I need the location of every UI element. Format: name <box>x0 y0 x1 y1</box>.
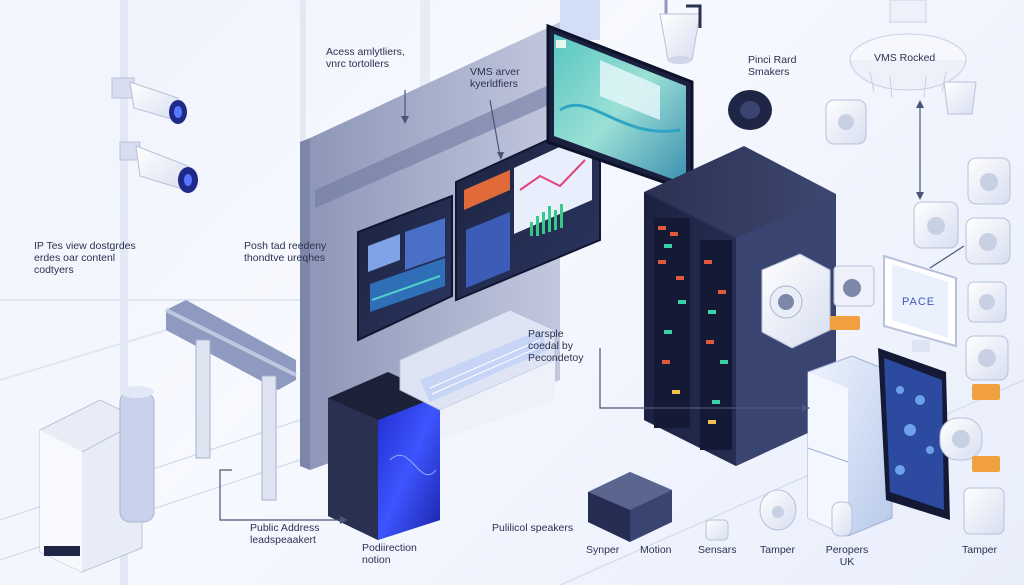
label-pulilicol-speakers: Pulilicol speakers <box>492 522 574 534</box>
blue-device-box <box>328 372 440 540</box>
pace-screen-text: PACE <box>902 296 936 308</box>
label-podirection: Podiirection notion <box>362 542 417 566</box>
label-peropers: Peropers UK <box>825 544 869 568</box>
speaker-round <box>728 90 772 130</box>
label-sensars: Sensars <box>698 544 737 556</box>
label-synper: Synper <box>586 544 620 556</box>
label-posh-tad: Posh tad reedeny thondtve ureqhes <box>244 240 327 264</box>
sensor-grid <box>825 99 1011 535</box>
arrow-heads <box>340 100 924 524</box>
sensor-7 <box>939 417 983 461</box>
connector-lines <box>219 90 965 521</box>
sensor-5 <box>967 281 1007 323</box>
label-vms-rocked: VMS Rocked <box>874 52 936 64</box>
ip-camera-2 <box>119 141 198 193</box>
label-tamper-2: Tamper <box>962 544 998 556</box>
monitor-left <box>357 194 453 342</box>
turnstile-gate <box>165 300 297 501</box>
ceiling-camera <box>659 0 702 64</box>
ceiling-sensor-right <box>943 81 977 115</box>
vms-display <box>546 23 694 195</box>
label-public-address: Public Address leadspeaakert <box>250 522 320 546</box>
camera-cube <box>761 253 831 349</box>
sensor-6 <box>965 335 1009 381</box>
sensor-4 <box>965 217 1011 265</box>
alarm-tag-2 <box>972 456 1000 472</box>
label-motion: Motion <box>640 544 672 556</box>
motion-sensor-small <box>705 519 729 541</box>
pillar-cylinder <box>119 386 155 523</box>
sensor-8 <box>963 487 1005 535</box>
rack-led-columns <box>654 218 732 450</box>
label-ip-tes: IP Tes view dostgrdes erdes oar contenl … <box>34 240 136 276</box>
cylinder-sensor <box>831 501 853 537</box>
label-pinci-rard-smakers: Pinci Rard Smakers <box>748 54 797 78</box>
tablet-screen <box>878 348 950 520</box>
operator-desk <box>399 309 556 440</box>
alarm-tag-1 <box>972 384 1000 400</box>
pace-monitor <box>883 254 957 352</box>
tamper-sensor-dome <box>759 489 797 531</box>
label-access-controllers: Acess amlytliers, vnrc tortollers <box>326 46 405 70</box>
sensor-2 <box>967 157 1011 205</box>
control-panel-device <box>807 355 893 537</box>
monitor-center <box>455 114 601 302</box>
label-tamper-1: Tamper <box>760 544 796 556</box>
server-box-left <box>39 399 143 573</box>
sensor-3 <box>913 201 959 249</box>
label-parsple: Parsple coedal by Pecondetoy <box>528 328 584 364</box>
ip-camera-1 <box>111 77 187 124</box>
sensor-1 <box>825 99 867 145</box>
label-vms-server: VMS arver kyerldfiers <box>470 66 520 90</box>
network-switch <box>588 472 672 542</box>
small-camera <box>830 265 875 330</box>
